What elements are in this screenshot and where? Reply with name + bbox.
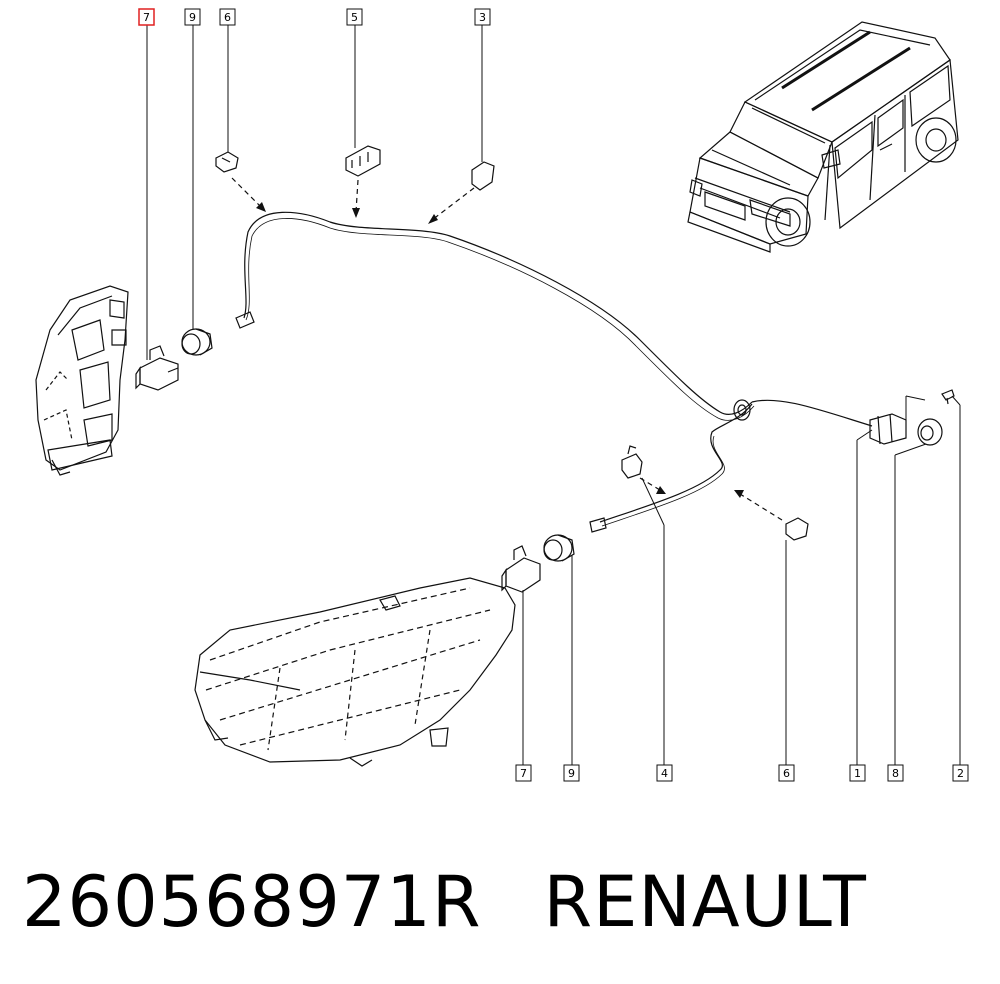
grommet-left xyxy=(181,328,213,356)
arrow-heads xyxy=(256,202,744,498)
clip-bottom xyxy=(785,517,809,541)
callout-9-top: 9 xyxy=(189,11,196,24)
callout-5-top: 5 xyxy=(351,11,358,24)
callouts-top: 7 9 6 5 3 xyxy=(138,8,491,26)
callout-3-top: 3 xyxy=(479,11,486,24)
grommet-right xyxy=(543,534,575,562)
callout-6-bottom: 6 xyxy=(783,767,790,780)
connector xyxy=(869,413,907,445)
left-headlight-unit xyxy=(35,285,129,476)
leader-lines xyxy=(146,25,961,765)
clip-small xyxy=(471,161,495,191)
part-number: 260568971R xyxy=(22,861,482,943)
wiring-harness xyxy=(235,211,873,533)
clip-top xyxy=(215,151,239,173)
callout-1-bottom: 1 xyxy=(854,767,861,780)
clip-bracket xyxy=(345,145,381,177)
callout-9-bottom: 9 xyxy=(568,767,575,780)
callouts-bottom: 7 9 4 6 1 8 2 xyxy=(515,764,969,782)
van-illustration xyxy=(687,21,959,253)
footer-caption: 260568971R RENAULT xyxy=(22,860,867,944)
assembly-arrows xyxy=(231,177,783,521)
callout-7-top: 7 xyxy=(143,11,150,24)
bulb-holder-left xyxy=(135,345,179,391)
bulb-holder-right xyxy=(501,545,541,593)
screw xyxy=(941,389,955,405)
callout-7-bottom: 7 xyxy=(520,767,527,780)
callout-box-highlighted xyxy=(138,8,155,26)
right-headlight-unit xyxy=(194,577,516,767)
callout-4-bottom: 4 xyxy=(661,767,668,780)
grommet-side xyxy=(917,418,943,446)
brand-name: RENAULT xyxy=(543,861,867,943)
callout-8-bottom: 8 xyxy=(892,767,899,780)
clip-mid xyxy=(621,445,643,479)
callout-2-bottom: 2 xyxy=(957,767,964,780)
callout-6-top: 6 xyxy=(224,11,231,24)
